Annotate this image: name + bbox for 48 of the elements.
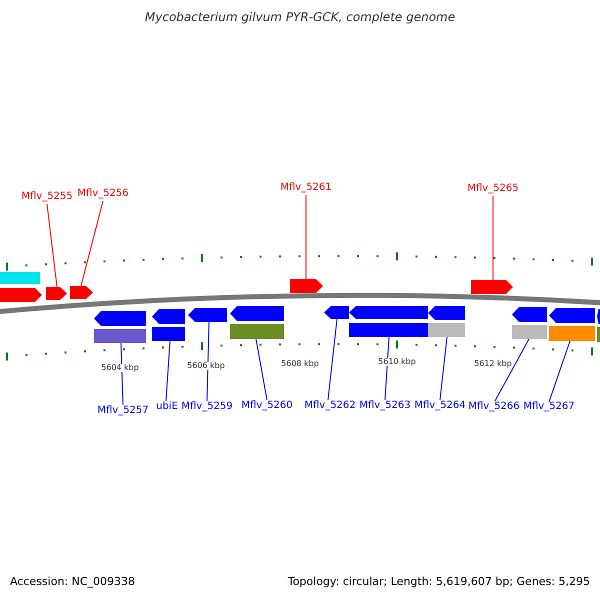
gene-feature xyxy=(152,309,185,341)
scale-label: 5610 kbp xyxy=(378,358,416,366)
gene-label: Mflv_5260 xyxy=(241,401,293,411)
gene-label: Mflv_5264 xyxy=(414,401,466,411)
gene-feature xyxy=(70,286,93,299)
leader-line xyxy=(80,200,104,286)
gene-label: Mflv_5267 xyxy=(523,402,575,412)
genome-info-text: Topology: circular; Length: 5,619,607 bp; Genes: 5,295 xyxy=(288,576,590,587)
accession-text: Accession: NC_009338 xyxy=(10,576,136,587)
gene-feature xyxy=(0,288,42,302)
gene-feature xyxy=(94,311,146,343)
leader-line xyxy=(492,196,494,280)
leader-line xyxy=(440,336,448,400)
gene-feature xyxy=(0,272,40,284)
gene-label: Mflv_5261 xyxy=(280,183,332,193)
scale-label: 5612 kbp xyxy=(474,360,512,368)
gene-feature xyxy=(597,309,600,342)
leader-line xyxy=(166,340,170,402)
scale-label: 5604 kbp xyxy=(101,364,139,372)
gene-feature xyxy=(230,306,284,339)
gene-label: Mflv_5263 xyxy=(359,401,411,411)
gene-feature xyxy=(349,306,428,337)
leader-line xyxy=(256,338,268,400)
gene-feature xyxy=(290,279,323,293)
leader-line xyxy=(206,322,210,402)
gene-label: Mflv_5262 xyxy=(304,401,356,411)
leader-line xyxy=(46,204,58,288)
gene-label: Mflv_5265 xyxy=(467,184,519,194)
gene-feature xyxy=(46,287,67,300)
gene-feature xyxy=(188,308,227,322)
gene-label: Mflv_5257 xyxy=(97,406,149,416)
gene-feature xyxy=(324,306,349,319)
gene-feature xyxy=(471,280,513,294)
gene-label: Mflv_5256 xyxy=(77,189,129,199)
scale-label: 5608 kbp xyxy=(281,360,319,368)
scale-label: 5606 kbp xyxy=(187,362,225,370)
gene-label: Mflv_5259 xyxy=(181,402,233,412)
gene-label: ubiE xyxy=(156,402,178,412)
gene-feature xyxy=(428,306,465,337)
leader-line xyxy=(120,342,124,406)
gene-feature xyxy=(512,307,547,339)
gene-label: Mflv_5255 xyxy=(21,192,73,202)
gene-label: Mflv_5266 xyxy=(468,402,520,412)
leader-line xyxy=(548,340,570,402)
leader-line xyxy=(384,336,390,400)
title: Mycobacterium gilvum PYR-GCK, complete genome xyxy=(144,11,456,23)
gene-feature xyxy=(549,308,595,341)
leader-line xyxy=(328,318,338,400)
